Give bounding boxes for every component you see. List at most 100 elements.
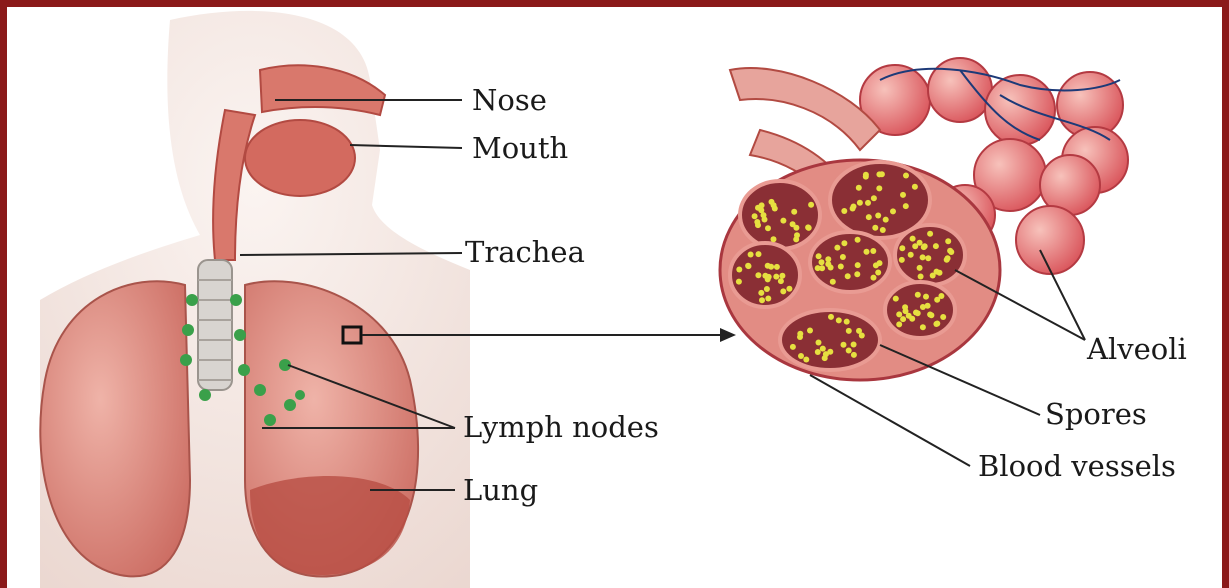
spore: [915, 292, 921, 298]
mouth-cavity: [245, 120, 355, 196]
spore: [910, 236, 916, 242]
spore: [872, 225, 878, 231]
spore: [822, 355, 828, 361]
spore: [791, 209, 797, 215]
spore: [780, 218, 786, 224]
label-lung: Lung: [463, 476, 538, 505]
spore: [779, 273, 785, 279]
spore: [933, 243, 939, 249]
spore: [909, 316, 915, 322]
spore: [816, 340, 822, 346]
spore: [806, 225, 812, 231]
spore: [920, 324, 926, 330]
spore: [736, 279, 742, 285]
spore: [815, 349, 821, 355]
spore: [925, 255, 931, 261]
label-mouth: Mouth: [472, 134, 568, 163]
spore: [844, 319, 850, 325]
spore: [945, 238, 951, 244]
spore: [900, 192, 906, 198]
spore: [851, 342, 857, 348]
spore: [880, 227, 886, 233]
spore: [920, 254, 926, 260]
spore: [863, 172, 869, 178]
spore: [883, 217, 889, 223]
spore: [748, 252, 754, 258]
spore: [793, 225, 799, 231]
spore: [765, 225, 771, 231]
spore: [780, 288, 786, 294]
label-blood-vessels: Blood vessels: [978, 452, 1176, 481]
spore: [875, 213, 881, 219]
spore: [873, 262, 879, 268]
spore: [875, 270, 881, 276]
spore: [865, 200, 871, 206]
spore: [876, 185, 882, 191]
spore: [778, 278, 784, 284]
spore: [762, 273, 768, 279]
spore: [762, 217, 768, 223]
spore: [902, 304, 908, 310]
spore: [798, 353, 804, 359]
spore: [808, 202, 814, 208]
spore: [912, 243, 918, 249]
spore: [816, 253, 822, 259]
spore: [851, 204, 857, 210]
label-alveoli: Alveoli: [1087, 335, 1187, 364]
spore: [755, 272, 761, 278]
spore: [859, 333, 865, 339]
spore: [807, 328, 813, 334]
spore: [947, 248, 953, 254]
spore: [764, 286, 770, 292]
spore: [899, 245, 905, 251]
spore: [773, 274, 779, 280]
spore: [903, 173, 909, 179]
label-trachea: Trachea: [465, 238, 585, 267]
spore: [758, 290, 764, 296]
spore: [851, 352, 857, 358]
spore: [928, 312, 934, 318]
spore: [855, 262, 861, 268]
spore: [759, 297, 765, 303]
spore: [899, 257, 905, 263]
spore: [736, 267, 742, 273]
spore: [908, 252, 914, 258]
spore: [794, 232, 800, 238]
spore: [836, 317, 842, 323]
spore: [756, 251, 762, 257]
spore: [771, 236, 777, 242]
spore: [758, 207, 764, 213]
spore: [893, 296, 899, 302]
spore: [871, 275, 877, 281]
spore: [819, 259, 825, 265]
spore: [820, 346, 826, 352]
spore: [866, 214, 872, 220]
spore: [803, 357, 809, 363]
spore: [937, 270, 943, 276]
spore: [917, 265, 923, 271]
spore: [815, 265, 821, 271]
spore: [854, 271, 860, 277]
spore: [755, 222, 761, 228]
spore: [938, 293, 944, 299]
spore: [774, 264, 780, 270]
spore: [838, 264, 844, 270]
spore: [918, 274, 924, 280]
spore: [903, 203, 909, 209]
spore: [930, 273, 936, 279]
spore: [840, 254, 846, 260]
spore: [765, 263, 771, 269]
spore: [846, 328, 852, 334]
spore: [841, 208, 847, 214]
spore: [797, 334, 803, 340]
spore: [896, 321, 902, 327]
spore: [769, 199, 775, 205]
spore: [841, 240, 847, 246]
spore: [913, 310, 919, 316]
spore: [855, 237, 861, 243]
bronchiole: [730, 68, 880, 150]
zoom-arrowhead: [720, 328, 736, 342]
spore: [871, 195, 877, 201]
